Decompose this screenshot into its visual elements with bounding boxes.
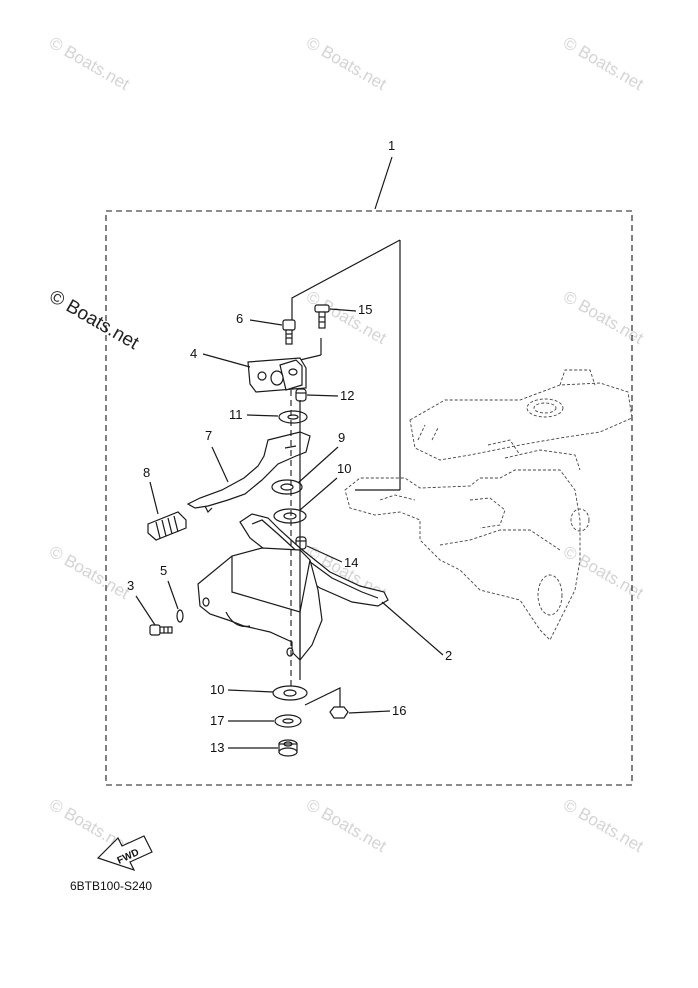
callout-label: 16: [392, 703, 406, 718]
diagram-code: 6BTB100-S240: [70, 879, 152, 893]
part-8-grip: [147, 511, 187, 541]
part-5-washer: [176, 609, 184, 623]
part-16-nut: [329, 706, 349, 719]
callout-label: 8: [143, 465, 150, 480]
part-6-bolt: [282, 319, 296, 345]
callout-15: 15: [329, 302, 372, 317]
watermark-prominent: © Boats.net: [46, 286, 143, 354]
callout-3: 3: [127, 578, 156, 626]
callout-1: 1: [374, 138, 395, 210]
callout-label: 17: [210, 713, 224, 728]
callout-label: 4: [190, 346, 197, 361]
watermark: © Boats.net: [303, 287, 390, 348]
part-3-screw: [149, 624, 173, 636]
lower-bolt-line: [304, 687, 341, 708]
callout-12: 12: [306, 388, 354, 403]
callout-label: 1: [388, 138, 395, 153]
watermark: © Boats.net: [560, 795, 647, 856]
engine-bracket-phantom: [344, 369, 633, 641]
part-10-washer-lower: [272, 685, 308, 701]
callout-8: 8: [143, 465, 159, 515]
callout-6: 6: [236, 311, 283, 326]
callout-label: 10: [210, 682, 224, 697]
callout-label: 12: [340, 388, 354, 403]
callout-label: 9: [338, 430, 345, 445]
callout-label: 13: [210, 740, 224, 755]
watermark: © Boats.net: [46, 33, 133, 94]
callout-16: 16: [348, 703, 406, 718]
callout-label: 2: [445, 648, 452, 663]
watermark: © Boats.net: [303, 33, 390, 94]
part-11-washer: [278, 410, 308, 424]
callout-label: 3: [127, 578, 134, 593]
callout-14: 14: [306, 545, 358, 570]
callout-9: 9: [297, 430, 345, 484]
callout-10-lower: 10: [210, 682, 274, 697]
watermark: © Boats.net: [46, 542, 133, 603]
watermark: © Boats.net: [560, 287, 647, 348]
watermark: © Boats.net: [560, 33, 647, 94]
callout-7: 7: [205, 428, 229, 483]
assembly-boundary: [105, 210, 633, 786]
callout-10-upper: 10: [299, 461, 351, 511]
watermark: © Boats.net: [303, 795, 390, 856]
callout-label: 5: [160, 563, 167, 578]
pivot-axis: [290, 390, 301, 700]
part-13-nut: [278, 739, 298, 757]
part-2-bracket-plate: [197, 513, 389, 661]
callout-label: 11: [229, 407, 243, 422]
part-15-screw: [314, 304, 330, 329]
watermark-grid: © Boats.net © Boats.net © Boats.net © Bo…: [46, 33, 647, 856]
callout-5: 5: [160, 563, 179, 610]
callout-11: 11: [229, 407, 279, 422]
assembly-reference-line: [291, 239, 401, 491]
part-10-washer-upper: [273, 508, 307, 524]
callout-label: 7: [205, 428, 212, 443]
callout-label: 15: [358, 302, 372, 317]
part-12-collar: [295, 388, 307, 402]
callout-13: 13: [210, 740, 278, 755]
callout-2: 2: [381, 601, 452, 663]
part-17-washer: [274, 714, 302, 728]
callout-label: 6: [236, 311, 243, 326]
callout-17: 17: [210, 713, 274, 728]
callout-label: 10: [337, 461, 351, 476]
part-4-bracket: [247, 357, 307, 393]
part-9-washer: [271, 479, 303, 495]
part-7-lever: [186, 431, 311, 514]
callout-4: 4: [190, 346, 251, 368]
callout-label: 14: [344, 555, 358, 570]
